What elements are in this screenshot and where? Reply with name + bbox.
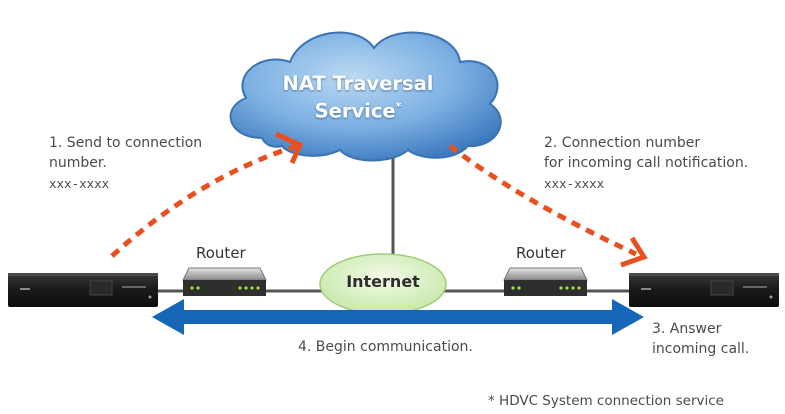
step2-line3: xxx-xxxx xyxy=(544,176,605,191)
step1-line1: 1. Send to connection xyxy=(49,135,203,151)
hdvc-unit-right xyxy=(629,273,779,307)
router-label-right: Router xyxy=(516,244,566,262)
internet-label: Internet xyxy=(346,272,420,291)
cloud-icon xyxy=(229,31,502,162)
router-label-left: Router xyxy=(196,244,246,262)
dashed-arrow-to-unit xyxy=(448,144,648,268)
step2-line2: for incoming call notification. xyxy=(544,155,749,171)
step1-line3: xxx-xxxx xyxy=(49,176,110,191)
step3-line2: incoming call. xyxy=(652,341,750,357)
cloud-title-line2: Service xyxy=(314,99,396,123)
step2-line1: 2. Connection number xyxy=(544,135,701,151)
communication-arrow xyxy=(152,299,644,335)
dashed-arrow-to-cloud xyxy=(110,131,304,258)
router-icon-right xyxy=(503,267,588,296)
footnote: * HDVC System connection service xyxy=(488,393,724,409)
hdvc-unit-left xyxy=(8,273,158,307)
cloud-title-line1: NAT Traversal xyxy=(282,72,434,95)
footnote-marker: * xyxy=(395,100,402,113)
step1-line2: number. xyxy=(49,155,107,171)
step3-line1: 3. Answer xyxy=(652,321,722,337)
cloud-title: NAT Traversal Service* xyxy=(268,72,448,123)
router-icon-left xyxy=(182,267,267,296)
step4-label: 4. Begin communication. xyxy=(298,339,473,355)
